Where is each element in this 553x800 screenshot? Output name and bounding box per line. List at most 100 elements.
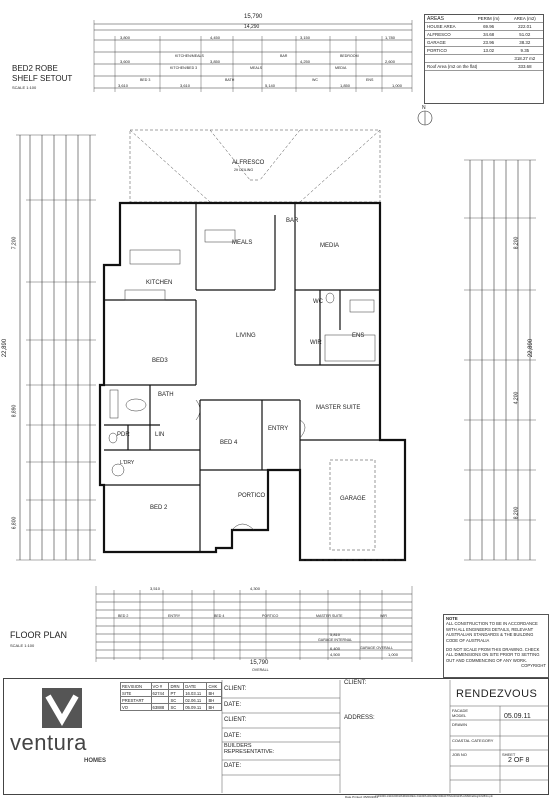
areas-row-name: PORTICO [425,46,471,55]
ventura-logo: ventura HOMES [8,684,116,784]
areas-row-area: 51.02 [506,30,543,39]
north-label: N [422,105,426,111]
dim-top-b-label-3: MEDIA [335,66,347,70]
field-label-sheet: SHEET [502,752,516,757]
dim-top-b-2: 3,850 [210,59,221,64]
notes-line: AUSTRALIAN STANDARDS & THE BUILDING [446,632,534,638]
areas-row-perim: 69.96 [470,22,507,31]
revision-table: REVISION VO # DRN DATE CHK SITE 62744 PT… [120,682,222,711]
dim-garage-overall: 6,400 [330,646,341,651]
dim-top-b-label-2: MEALS [250,66,263,70]
date-label-2: DATE: [224,733,242,739]
file-path: J:\1\1000-1\11\1000\10\46021\REG 2\11000… [375,795,493,798]
date-label-3: DATE: [224,763,242,769]
shelf-title-line-2: SHELF SETOUT [12,74,73,83]
dim-top-c-3: 5,140 [265,83,276,88]
title-block [3,678,549,795]
builders-rep-label-2: REPRESENTATIVE: [224,749,275,755]
field-label-model: MODEL [452,713,467,718]
dim-top-b-1: 3,600 [120,59,131,64]
dim-top-overall: 15,790 [244,14,263,20]
project-name: RENDEZVOUS [456,688,538,700]
notes-line: DO NOT SCALE FROM THIS DRAWING. CHECK [446,647,540,653]
room-kitchen: KITCHEN [146,280,173,286]
brand-sub: HOMES [84,758,107,764]
dim-top-c-2: 3,610 [180,83,191,88]
areas-row-area: 38.32 [506,38,543,47]
client-label-3: CLIENT: [344,680,367,686]
notes-box: NOTE ALL CONSTRUCTION TO BE IN ACCORDANC… [443,614,549,678]
areas-row-name: GARAGE [425,38,471,47]
dim-top-b-label-1: KITCHEN/BED 3 [170,66,198,70]
floor-plan-title: FLOOR PLAN [10,630,68,640]
dim-top-c-1: 3,610 [118,83,129,88]
floor-plan-scale: SCALE 1:100 [10,643,35,648]
dim-top-a-3: 3,150 [300,35,311,40]
date-value: 05.09.11 [504,713,531,720]
client-label-1: CLIENT: [224,686,247,692]
dim-bottom-label-1: BED 2 [118,614,129,618]
room-alfresco: ALFRESCO [232,160,265,166]
builders-rep-label-1: BUILDERS [224,743,252,749]
areas-col-area: AREA (m2) [506,15,543,23]
dim-bottom-label-6: WIR [380,614,387,618]
room-garage: GARAGE [340,496,366,502]
dim-top-a-1: 3,800 [120,35,131,40]
dim-top-a-4: 1,780 [385,35,396,40]
areas-row-name: HOUSE AREA [425,22,471,31]
dim-top-c-5: 1,000 [392,83,403,88]
room-media: MEDIA [320,243,340,249]
room-lin: LIN [155,432,165,438]
areas-row-perim: 13.02 [470,46,507,55]
dim-top-b-4: 2,600 [385,59,396,64]
dim-bottom-label-4: PORTICO [262,614,279,618]
areas-row-area: 222.01 [506,22,543,31]
room-meals: MEALS [232,240,253,246]
room-laundry: L'DRY [120,460,135,466]
field-label-jobno: JOB NO [452,752,467,757]
dim-top-c-label-2: BATH [225,78,235,82]
room-portico: PORTICO [238,493,266,499]
room-entry: ENTRY [268,426,289,432]
notes-line: ALL CONSTRUCTION TO BE IN ACCORDANCE [446,621,538,627]
notes-title: NOTE [446,616,458,621]
sheet-value: 2 OF 8 [508,757,530,764]
shelf-title-line-1: BED2 ROBE [12,64,58,73]
room-bath: BATH [158,392,174,398]
areas-col-perim: PERIM (m) [470,15,507,23]
dim-bottom-label-5: MASTER SUITE [316,614,343,618]
room-bar: BAR [286,218,299,224]
areas-total: 318.27 m2 [506,54,543,63]
dim-garage-internal-label: GARAGE INTERNAL [318,638,353,642]
field-label-coastal: COASTAL CATEGORY [452,738,494,743]
dim-top-c-label-3: WC [312,78,318,82]
dim-bottom-1: 3,510 [150,586,161,591]
areas-row-name: ALFRESCO [425,30,471,39]
ventura-v-icon [42,688,82,728]
room-wir: WIR [310,340,322,346]
field-label-facade: FACADE [452,708,469,713]
revision-row: PRESTART SC 02.06.11 BH [120,696,222,704]
dim-garage-internal: 5,810 [330,632,341,637]
date-label-1: DATE: [224,702,242,708]
room-pdr: PDR [117,432,130,438]
dim-top-a-label-3: BEDROOM [340,54,359,58]
room-master-suite: MASTER SUITE [316,405,361,411]
notes-line: ALL DIMENSIONS ON SITE PRIOR TO SETTING [446,652,540,658]
dim-bottom-2: 4,300 [250,586,261,591]
areas-row-area: 9.35 [506,46,543,55]
dim-top-b-3: 4,250 [300,59,311,64]
dim-top-c-label-1: BED 3 [140,78,151,82]
room-ens: ENS [352,333,365,339]
dim-top-second: 14,290 [244,24,260,30]
revision-row: SITE 62744 PT 16.03.11 BH [120,689,222,697]
dim-bottom-overall: 15,790 [250,660,269,666]
revision-row: VO 63888 SC 05.09.11 BH [120,703,222,711]
dim-bottom-3: 4,500 [330,652,341,657]
dim-bottom-overall-label: OVERALL [252,668,269,672]
dim-bottom-4: 1,000 [388,652,399,657]
shelf-scale: SCALE 1:100 [12,85,37,90]
dim-top-c-label-4: ENS [366,78,374,82]
